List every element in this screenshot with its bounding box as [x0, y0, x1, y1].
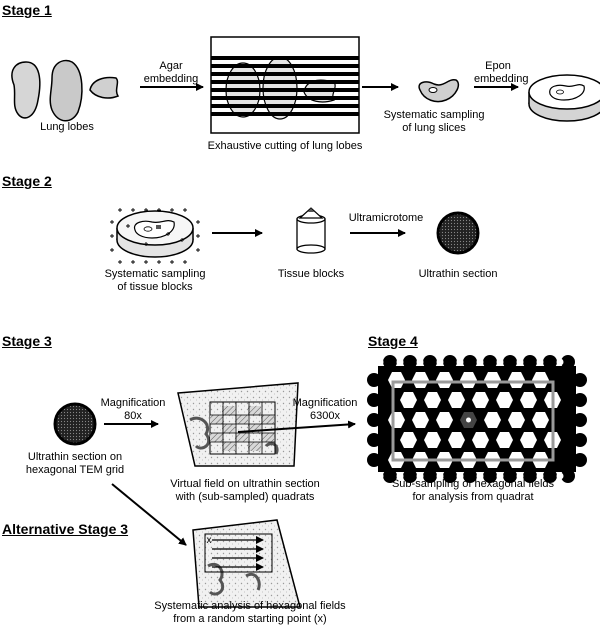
start-point-mark: x [207, 535, 212, 546]
ultramicrotome-label: Ultramicrotome [348, 212, 424, 224]
quadrat-frame [391, 380, 555, 462]
exhaustive-cutting-label: Exhaustive cutting of lung lobes [207, 140, 363, 152]
ultrathin-section-label: Ultrathin section [418, 268, 498, 280]
quadrat-grid [209, 401, 276, 455]
stage-1-title: Stage 1 [2, 2, 52, 18]
hexagonal-grid-illustration [367, 355, 587, 483]
stage-3-title: Stage 3 [2, 333, 52, 349]
exhaustive-cutting-illustration [210, 36, 360, 134]
tissue-block-sampling-illustration [110, 208, 200, 264]
tissue-block-cylinder-illustration [296, 207, 326, 254]
systematic-analysis-illustration: x [192, 519, 301, 608]
stage-4-title: Stage 4 [368, 333, 418, 349]
mag6300-arrow [237, 420, 356, 433]
virtual-field-illustration [177, 382, 299, 467]
alternative-arrow [111, 483, 187, 546]
lung-slice-illustration [418, 79, 460, 103]
stage-2-title: Stage 2 [2, 173, 52, 189]
tem-grid-illustration [53, 402, 97, 446]
epon-block-illustration [528, 74, 600, 122]
ultrathin-section-illustration [436, 211, 480, 255]
alternative-stage-3-title: Alternative Stage 3 [2, 521, 129, 537]
lung-lobes-illustration [11, 59, 120, 122]
lung-lobes-label: Lung lobes [40, 121, 94, 133]
tissue-blocks-label: Tissue blocks [277, 268, 345, 280]
